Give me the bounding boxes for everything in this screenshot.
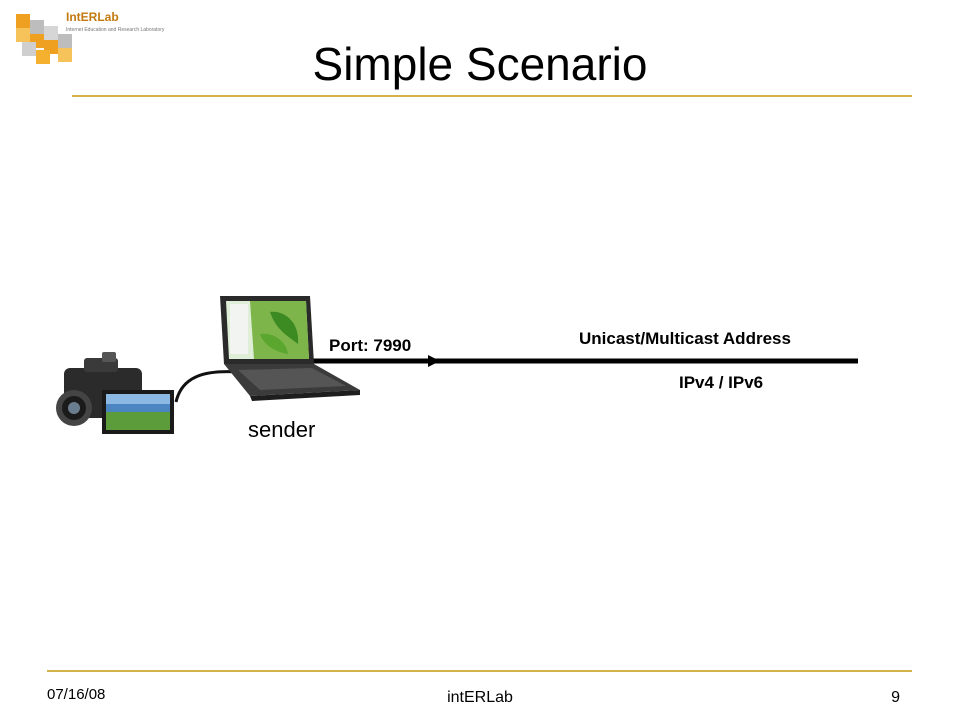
interlab-logo: IntERLab Internet Education and Research… bbox=[16, 10, 165, 64]
link-arrowhead bbox=[428, 355, 440, 367]
ip-version-label: IPv4 / IPv6 bbox=[679, 373, 764, 392]
sender-label: sender bbox=[248, 417, 316, 442]
footer-date: 07/16/08 bbox=[47, 686, 106, 703]
footer-divider bbox=[47, 670, 912, 672]
footer-organization: intERLab bbox=[447, 689, 513, 706]
camcorder-icon bbox=[56, 352, 174, 434]
logo-blocks-icon bbox=[16, 14, 72, 64]
address-label: Unicast/Multicast Address bbox=[579, 329, 791, 348]
logo-wordmark: IntERLab bbox=[66, 10, 119, 24]
laptop-icon bbox=[220, 296, 360, 401]
logo-tagline: Internet Education and Research Laborato… bbox=[66, 27, 165, 33]
slide-title: Simple Scenario bbox=[312, 38, 648, 90]
port-label: Port: 7990 bbox=[329, 336, 412, 355]
page-number: 9 bbox=[891, 689, 900, 706]
title-divider bbox=[72, 95, 912, 97]
